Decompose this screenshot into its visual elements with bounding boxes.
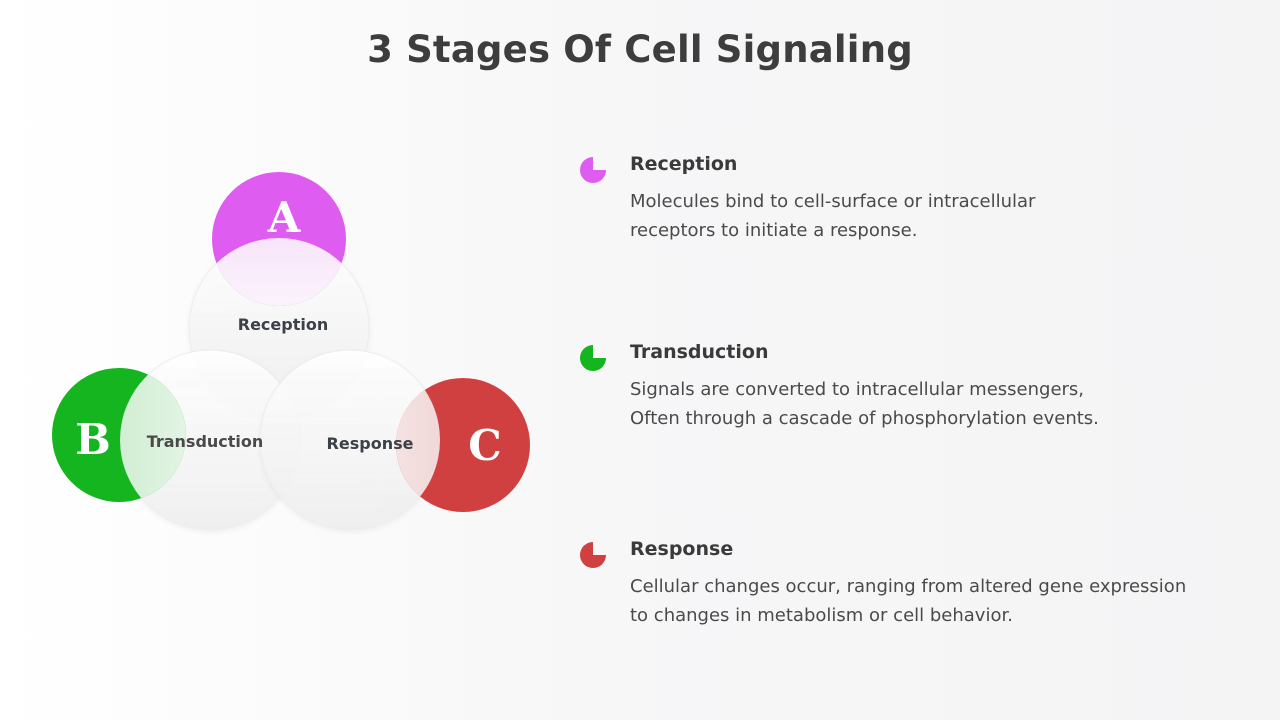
circle-a-letter: A (267, 193, 302, 242)
stage-heading: Transduction (630, 341, 769, 363)
pie-icon (580, 345, 606, 371)
reception-label: Reception (238, 315, 328, 334)
response-label: Response (327, 434, 414, 453)
stage-description: Signals are converted to intracellular m… (630, 375, 1250, 433)
stage-description-line: Cellular changes occur, ranging from alt… (630, 576, 1187, 597)
stage-description: Molecules bind to cell-surface or intrac… (630, 187, 1250, 245)
stage-heading: Response (630, 538, 734, 560)
stage-description-line: to changes in metabolism or cell behavio… (630, 605, 1013, 626)
stage-description-line: Often through a cascade of phosphorylati… (630, 408, 1099, 429)
lens-c (396, 378, 440, 512)
lens-b (120, 368, 186, 502)
transduction-label: Transduction (147, 432, 264, 451)
pie-icon (580, 157, 606, 183)
stage-description: Cellular changes occur, ranging from alt… (630, 572, 1250, 630)
page-title: 3 Stages Of Cell Signaling (367, 28, 913, 71)
venn-diagram: A B C Reception Transduction Response (52, 172, 530, 531)
circle-c-letter: C (468, 421, 501, 470)
pie-icon (580, 542, 606, 568)
lens-a (212, 238, 346, 306)
cell-signaling-diagram: A B C Reception Transduction Response (0, 0, 600, 720)
stage-description-line: receptors to initiate a response. (630, 220, 918, 241)
stage-description-line: Molecules bind to cell-surface or intrac… (630, 191, 1036, 212)
stage-heading: Reception (630, 153, 738, 175)
circle-b-letter: B (75, 415, 111, 464)
stage-description-line: Signals are converted to intracellular m… (630, 379, 1085, 400)
